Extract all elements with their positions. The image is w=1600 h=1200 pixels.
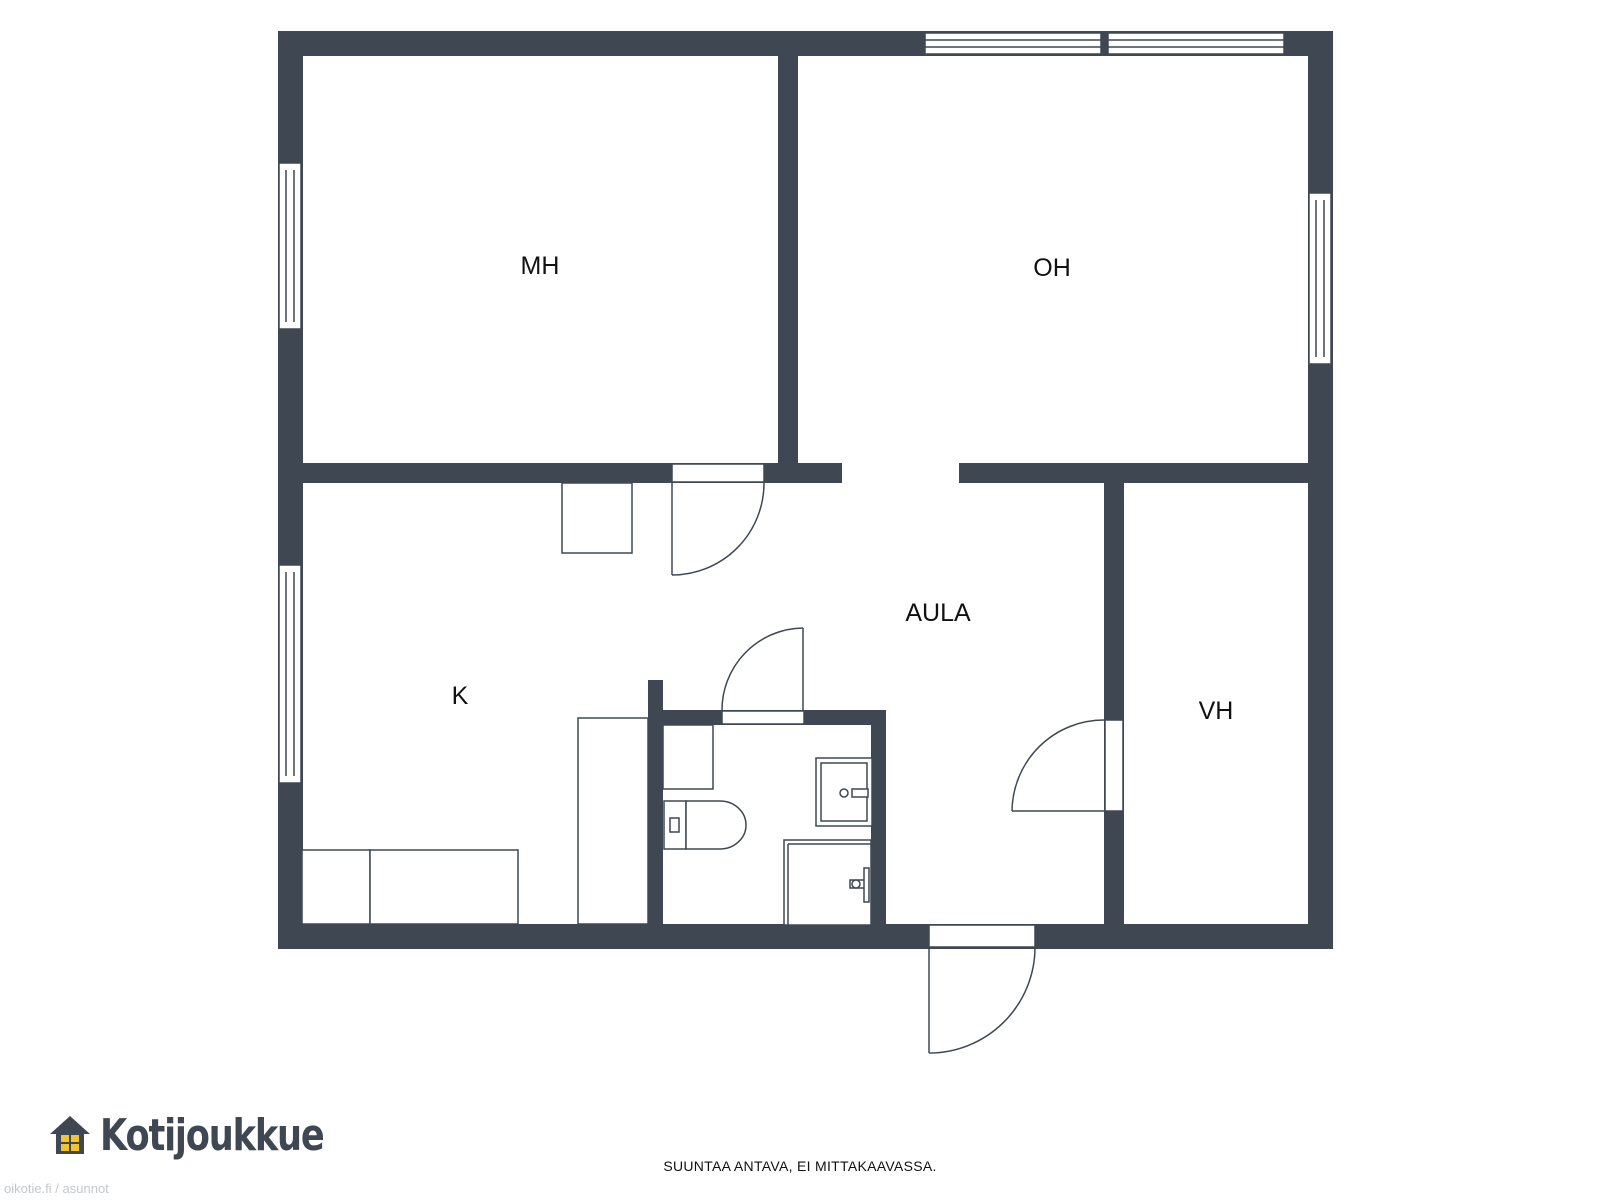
source-watermark: oikotie.fi / asunnot bbox=[4, 1181, 109, 1196]
outer-walls bbox=[278, 31, 1333, 949]
toilet-icon bbox=[663, 800, 747, 850]
bathroom-cabinet bbox=[662, 724, 714, 790]
room-label-aula: AULA bbox=[905, 599, 971, 627]
scale-disclaimer: SUUNTAA ANTAVA, EI MITTAKAAVASSA. bbox=[663, 1158, 937, 1174]
door-mh bbox=[671, 463, 765, 576]
windows bbox=[278, 32, 1332, 784]
shower-icon bbox=[783, 839, 872, 926]
window-top-2 bbox=[1107, 32, 1285, 55]
house-icon bbox=[50, 1116, 90, 1154]
kitchen-counter-left bbox=[301, 849, 371, 925]
room-labels: MH OH AULA K VH bbox=[452, 252, 1234, 725]
kitchen-cabinets bbox=[577, 717, 649, 925]
door-vh bbox=[1011, 719, 1124, 812]
room-label-vh: VH bbox=[1199, 697, 1234, 725]
cabinet-block bbox=[561, 482, 633, 554]
fixtures bbox=[301, 482, 873, 926]
doors bbox=[671, 462, 1124, 1054]
brand-logo: Kotijoukkue bbox=[48, 1104, 380, 1166]
room-label-mh: MH bbox=[521, 252, 560, 280]
sink-icon bbox=[815, 757, 873, 827]
window-top-1 bbox=[924, 32, 1102, 55]
window-right-oh bbox=[1308, 192, 1332, 365]
room-label-oh: OH bbox=[1033, 254, 1071, 282]
door-bathroom bbox=[721, 627, 805, 725]
window-left-mh bbox=[278, 162, 302, 330]
room-label-k: K bbox=[452, 682, 469, 710]
brand-name: Kotijoukkue bbox=[100, 1109, 325, 1161]
kitchen-counter bbox=[369, 849, 519, 925]
passage-oh-aula bbox=[842, 462, 959, 484]
window-left-k bbox=[278, 564, 302, 784]
door-entrance bbox=[928, 924, 1036, 1054]
